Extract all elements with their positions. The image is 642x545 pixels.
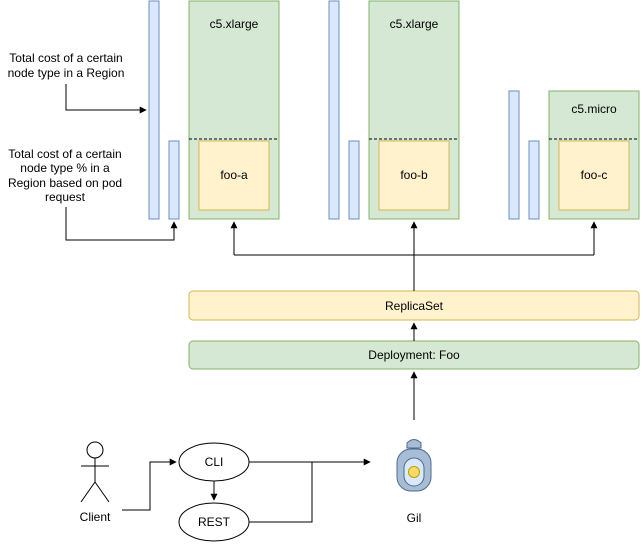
- node-type-label: c5.xlarge: [390, 17, 439, 31]
- node-type-label: c5.micro: [571, 102, 617, 116]
- pod-label: foo-b: [400, 168, 428, 182]
- annotation-line: Region based on pod: [8, 176, 122, 190]
- cost-bars: [148, 0, 540, 220]
- pod-cost-arrow: [65, 207, 178, 241]
- client-to-cli-arrow: [122, 458, 177, 511]
- pod-box: [558, 140, 630, 211]
- rest-node[interactable]: REST: [178, 502, 250, 542]
- rest-label: REST: [198, 515, 231, 529]
- pod-cost-annotation: Total cost of a certain node type % in a…: [8, 147, 122, 204]
- rest-to-gil-line: [249, 462, 313, 523]
- replicaset-box[interactable]: ReplicaSet: [188, 290, 640, 321]
- pod-label: foo-c: [581, 168, 608, 182]
- deployment-label: Deployment: Foo: [368, 348, 460, 362]
- region-cost-bar-2: [328, 0, 340, 220]
- annotation-line: Total cost of a certain: [8, 147, 121, 161]
- pod-cost-bar-3: [528, 140, 540, 220]
- node-c5-xlarge-2: c5.xlarge foo-b: [368, 0, 460, 220]
- annotation-line: node type in a Region: [8, 66, 125, 80]
- total-cost-annotation: Total cost of a certain node type in a R…: [8, 51, 125, 80]
- region-cost-bar-1: [148, 0, 160, 220]
- client-actor-icon: [80, 441, 110, 503]
- node-type-label: c5.xlarge: [210, 17, 259, 31]
- node-c5-micro: c5.micro foo-c: [548, 90, 640, 220]
- cli-node[interactable]: CLI: [178, 442, 250, 482]
- annotation-line: node type % in a: [20, 161, 110, 175]
- annotation-line: Total cost of a certain: [9, 51, 122, 65]
- annotation-line: request: [45, 190, 86, 204]
- deployment-box[interactable]: Deployment: Foo: [188, 340, 640, 370]
- replicaset-label: ReplicaSet: [385, 299, 444, 313]
- node-c5-xlarge-1: c5.xlarge foo-a: [188, 0, 280, 220]
- region-cost-bar-3: [508, 90, 520, 220]
- cli-label: CLI: [205, 455, 224, 469]
- total-cost-arrow: [65, 84, 147, 114]
- pod-box: [378, 140, 450, 211]
- pod-cost-bar-2: [348, 140, 360, 220]
- pod-label: foo-a: [220, 168, 248, 182]
- client-label: Client: [80, 510, 111, 524]
- gil-label: Gil: [407, 511, 422, 525]
- pod-box: [198, 140, 270, 211]
- replicaset-connectors: [230, 221, 598, 291]
- pod-cost-bar-1: [168, 140, 180, 220]
- gil-robot-icon[interactable]: [396, 439, 432, 492]
